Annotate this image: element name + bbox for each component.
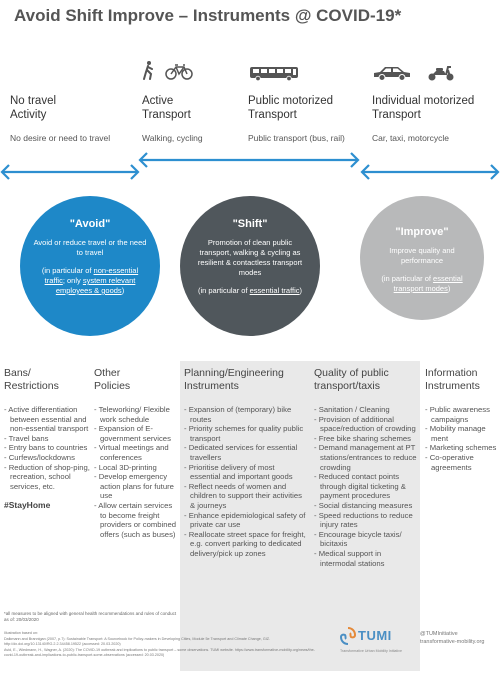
- website-link[interactable]: transformative-mobility.org: [420, 639, 485, 645]
- list-item: Active differentiation between essential…: [4, 405, 92, 434]
- column-head: Other Policies: [94, 367, 131, 392]
- category-desc: No desire or need to travel: [10, 133, 111, 143]
- list-item: Entry bans to countries: [4, 443, 92, 453]
- avoid-title: "Avoid": [69, 218, 111, 230]
- list-item: Free bike sharing schemes: [314, 434, 418, 444]
- list-item: Provision of additional space/reduction …: [314, 415, 418, 434]
- shift-title: "Shift": [232, 218, 268, 230]
- range-arrows: [0, 152, 500, 180]
- category-head: No travel Activity: [10, 95, 57, 121]
- tumi-logo-text: TUMI: [358, 628, 392, 643]
- improve-circle: "Improve" Improve quality and performanc…: [360, 196, 484, 320]
- column-head: Bans/ Restrictions: [4, 367, 59, 392]
- list-item: Reduction of shop-ping, recreation, scho…: [4, 463, 92, 492]
- column-quality: Quality of public transport/taxis Sanita…: [314, 367, 418, 568]
- shift-text: Promotion of clean public transport, wal…: [197, 238, 303, 277]
- category-no-travel: No travel Activity No desire or need to …: [10, 60, 110, 143]
- list-item: Mobility manage ment: [425, 424, 498, 443]
- source-line: Avid, E., Wiedmann, H., Wagner, A. (2020…: [4, 648, 315, 657]
- column-planning: Planning/Engineering Instruments Expansi…: [184, 367, 306, 559]
- improve-sub: (in particular of essential transport mo…: [381, 274, 463, 293]
- column-bans: Bans/ Restrictions Active differentiatio…: [4, 367, 92, 510]
- category-head: Public motorized Transport: [248, 95, 334, 121]
- improve-text: Improve quality and performance: [389, 246, 455, 265]
- page-title: Avoid Shift Improve – Instruments @ COVI…: [14, 6, 402, 25]
- walking-person-icon: [143, 61, 193, 80]
- category-desc: Walking, cycling: [142, 133, 203, 143]
- category-active-transport: Active Transport Walking, cycling: [142, 60, 203, 143]
- column-list: Teleworking/ Flexible work schedule Expa…: [94, 405, 180, 539]
- list-item: Curfews/lockdowns: [4, 453, 92, 463]
- improve-title: "Improve": [395, 226, 449, 238]
- illustration-sources: Illustration based on: Dalkmann and Bran…: [4, 631, 324, 659]
- list-item: Teleworking/ Flexible work schedule: [94, 405, 180, 424]
- list-item: Sanitation / Cleaning: [314, 405, 418, 415]
- avoid-circle: "Avoid" Avoid or reduce travel or the ne…: [20, 196, 160, 336]
- list-item: Reallocate street space for freight, e.g…: [184, 530, 306, 559]
- column-information: Information Instruments Public awareness…: [425, 367, 498, 472]
- bicycle-icon: [165, 64, 193, 80]
- source-line: Dalkmann and Brannigan (2007, p.7): Sust…: [4, 637, 271, 646]
- list-item: Virtual meetings and conferences: [94, 443, 180, 462]
- list-item: Expansion of E-government services: [94, 424, 180, 443]
- list-item: Allow certain services to become freight…: [94, 501, 180, 539]
- list-item: Co-operative agreements: [425, 453, 498, 472]
- column-list: Expansion of (temporary) bike routes Pri…: [184, 405, 306, 559]
- bus-icon: [250, 67, 298, 81]
- category-individual-motorized: Individual motorized Transport Car, taxi…: [372, 60, 474, 143]
- arrow-avoid: [0, 164, 140, 180]
- tumi-logo-icon: [339, 627, 357, 645]
- category-head: Active Transport: [142, 95, 191, 121]
- list-item: Demand management at PT stations/entranc…: [314, 443, 418, 472]
- list-item: Reduced contact points through digital t…: [314, 472, 418, 501]
- list-item: Encourage bicycle taxis/ bicitaxis: [314, 530, 418, 549]
- contact-info: @TUMInitiative transformative-mobility.o…: [420, 630, 484, 646]
- list-item: Reflect needs of women and children to s…: [184, 482, 306, 511]
- list-item: Develop emergency action plans for futur…: [94, 472, 180, 501]
- list-item: Dedicated services for essential travell…: [184, 443, 306, 462]
- list-item: Travel bans: [4, 434, 92, 444]
- column-list: Sanitation / Cleaning Provision of addit…: [314, 405, 418, 568]
- list-item: Medical support in intermodal stations: [314, 549, 418, 568]
- column-head: Planning/Engineering Instruments: [184, 367, 284, 392]
- shift-sub: (in particular of essential traffic): [197, 286, 303, 295]
- avoid-sub: (in particular of non-essential traffic;…: [41, 266, 139, 295]
- scooter-icon: [428, 66, 454, 81]
- column-head: Information Instruments: [425, 367, 480, 392]
- column-head: Quality of public transport/taxis: [314, 367, 389, 392]
- twitter-handle[interactable]: @TUMInitiative: [420, 631, 458, 637]
- arrow-shift: [138, 152, 360, 168]
- shift-circle: "Shift" Promotion of clean public transp…: [180, 196, 320, 336]
- list-item: Enhance epidemiological safety of privat…: [184, 511, 306, 530]
- source-line: Illustration based on:: [4, 631, 39, 635]
- column-other-policies: Other Policies Teleworking/ Flexible wor…: [94, 367, 180, 539]
- arrow-improve: [360, 164, 500, 180]
- list-item: Marketing schemes: [425, 443, 498, 453]
- list-item: Prioritise delivery of most essential an…: [184, 463, 306, 482]
- footnote: *all measures to be aligned with general…: [4, 611, 177, 622]
- column-list: Public awareness campaigns Mobility mana…: [425, 405, 498, 472]
- category-desc: Car, taxi, motorcycle: [372, 133, 449, 143]
- list-item: Priority schemes for quality public tran…: [184, 424, 306, 443]
- category-desc: Public transport (bus, rail): [248, 133, 345, 143]
- list-item: Local 3D-printing: [94, 463, 180, 473]
- category-head: Individual motorized Transport: [372, 95, 475, 121]
- stayhome-hashtag: #StayHome: [4, 500, 51, 511]
- column-list: Active differentiation between essential…: [4, 405, 92, 491]
- list-item: Speed reductions to reduce injury rates: [314, 511, 418, 530]
- list-item: Expansion of (temporary) bike routes: [184, 405, 306, 424]
- car-icon: [374, 67, 410, 81]
- list-item: Social distancing measures: [314, 501, 418, 511]
- list-item: Public awareness campaigns: [425, 405, 498, 424]
- category-public-motorized: Public motorized Transport Public transp…: [248, 60, 345, 143]
- avoid-text: Avoid or reduce travel or the need to tr…: [33, 238, 147, 257]
- tumi-logo-sub: Transformative Urban Mobility Initiative: [340, 649, 402, 653]
